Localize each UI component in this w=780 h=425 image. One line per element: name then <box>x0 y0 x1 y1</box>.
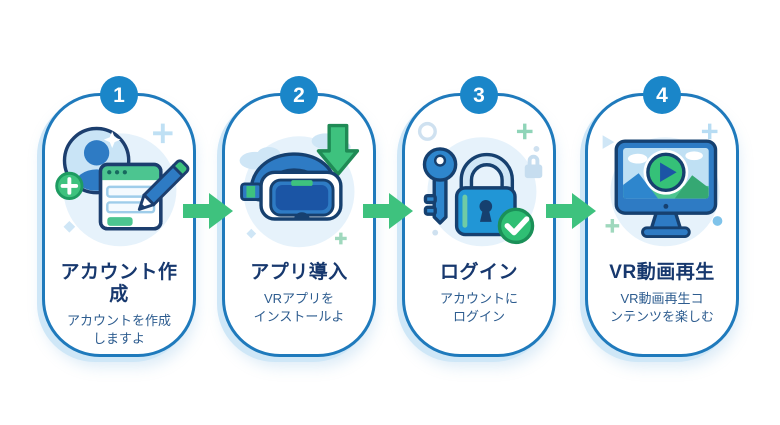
vr-headset-install-icon <box>225 104 373 262</box>
step-card-login: 3 <box>402 76 556 357</box>
step-title: VR動画再生 <box>609 262 715 283</box>
arrow-right-icon <box>183 189 235 233</box>
step-card-app-install: 2 アプリ導入 VRア <box>222 76 376 357</box>
step-description: VRアプリを インストールよ <box>253 290 345 325</box>
step-description: VR動画再生コ ンテンツを楽しむ <box>609 290 714 325</box>
step-number-badge: 3 <box>460 76 498 114</box>
step-number-badge: 2 <box>280 76 318 114</box>
step-number-badge: 4 <box>643 76 681 114</box>
arrow-right-icon <box>546 189 598 233</box>
account-create-icon <box>45 104 193 262</box>
step-title: アカウント作成 <box>60 262 178 305</box>
step-card-account-create: 1 <box>42 76 196 357</box>
step-description: アカウントに ログイン <box>439 290 518 325</box>
step-title: ログイン <box>439 262 518 283</box>
arrow-right-icon <box>363 189 415 233</box>
login-lock-key-icon <box>405 104 553 262</box>
step-description: アカウントを作成 しますよ <box>66 312 171 346</box>
step-number-badge: 1 <box>100 76 138 114</box>
step-card-vr-playback: 4 <box>585 76 739 357</box>
step-title: アプリ導入 <box>250 262 348 283</box>
vr-video-playback-icon <box>588 104 736 262</box>
